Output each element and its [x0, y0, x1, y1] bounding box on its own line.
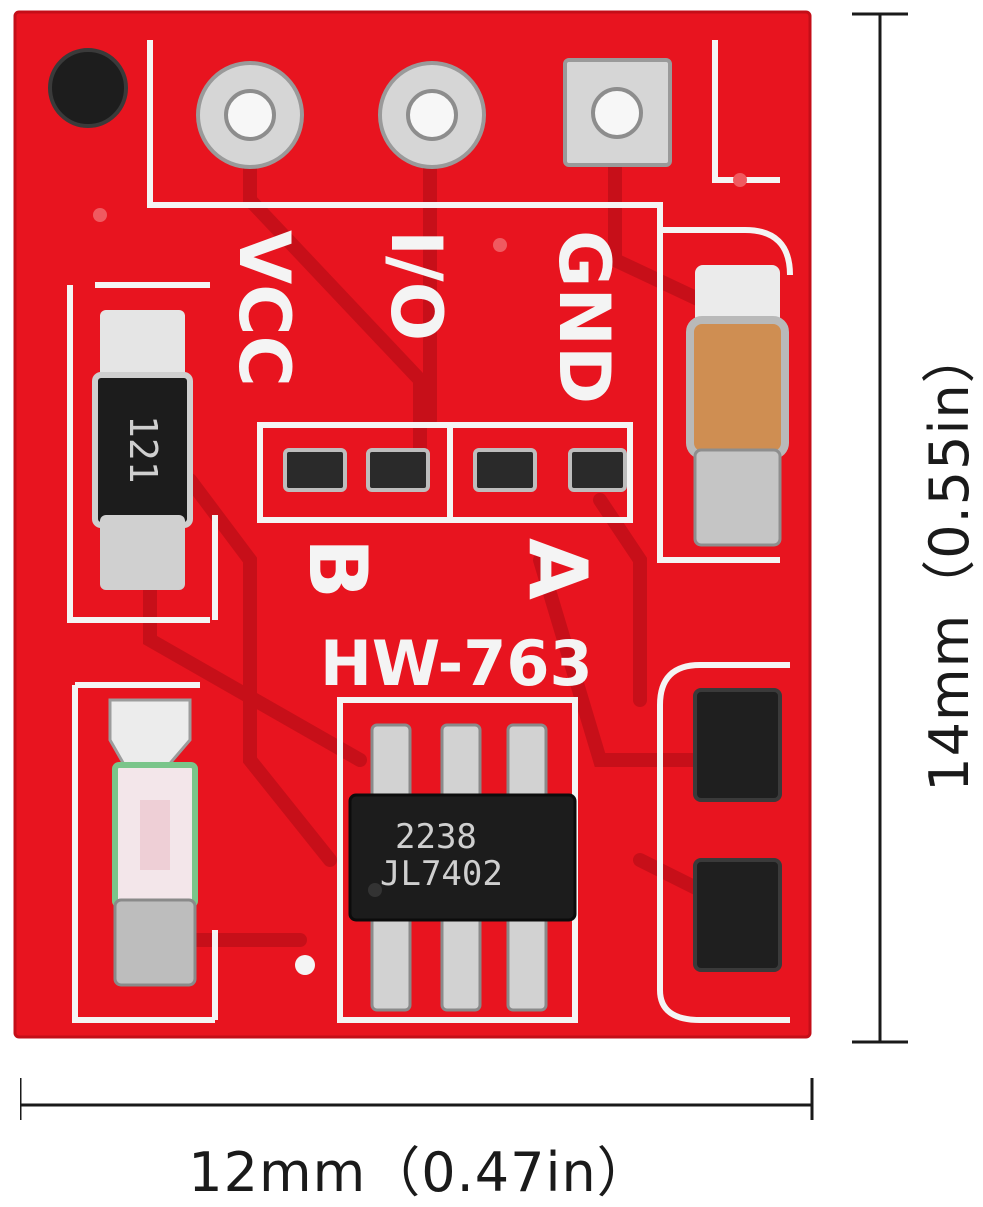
width-dimension-label: 12mm（0.47in）	[188, 1141, 652, 1204]
touch-pad-bottom	[693, 858, 782, 972]
chip-marking-line1: 2238	[395, 817, 477, 857]
touch-pad-top	[693, 688, 782, 802]
width-dimension-line	[20, 1078, 814, 1120]
vias	[93, 173, 747, 975]
jumper-label-a: A	[511, 538, 604, 600]
pin-label-io: I/O	[375, 230, 457, 341]
header-pin-io	[378, 61, 486, 169]
pin-label-vcc: VCC	[223, 230, 305, 387]
height-dimension-line	[852, 12, 908, 1044]
header-pin-gnd	[563, 58, 672, 167]
jumper-label-b: B	[291, 538, 384, 599]
ic-chip	[348, 723, 577, 1012]
chip-marking-line2: JL7402	[380, 854, 503, 894]
model-label: HW-763	[320, 627, 593, 700]
header-pin-vcc	[196, 61, 304, 169]
jumper-pads	[283, 448, 627, 492]
pcb-substrate	[15, 12, 810, 1037]
pin-label-gnd: GND	[543, 230, 625, 404]
capacitor	[686, 265, 789, 547]
mounting-hole	[50, 50, 126, 126]
resistor-marking: 121	[121, 415, 165, 484]
resistor	[92, 310, 193, 590]
silkscreen-outlines	[67, 40, 793, 1023]
pcb-board: VCC I/O GND B A HW-763 121	[13, 10, 812, 1039]
status-led	[108, 698, 198, 987]
height-dimension-label: 14mm（0.55in）	[918, 328, 981, 792]
